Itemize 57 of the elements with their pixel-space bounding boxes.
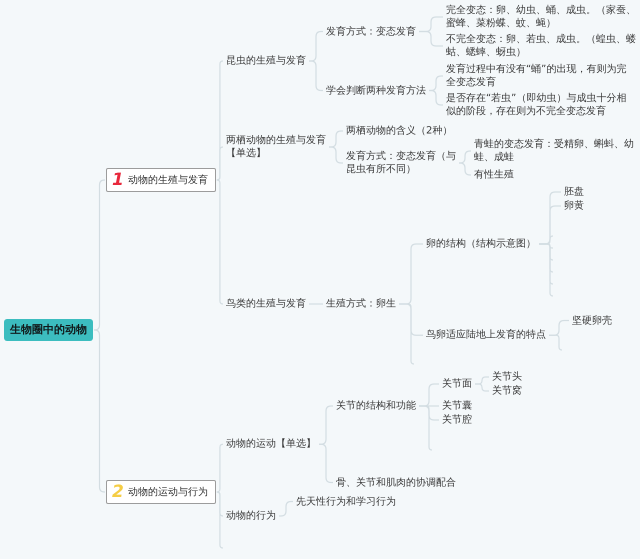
subtopic-text: 青蛙的变态发育：受精卵、蝌蚪、幼蛙、成蛙 [472,138,638,164]
connector-line [459,162,471,176]
connector-line [319,444,333,484]
connector-line [329,130,343,148]
connector-line [429,75,443,92]
topic-box [106,168,216,192]
subtopic-text: 两栖动物的含义（2种） [344,124,454,138]
connector-line [216,179,224,305]
connector-line [309,303,323,305]
topic-title: 动物的运动与行为 [128,486,208,498]
subtopic-text: 学会判断两种发育方法 [324,84,428,97]
connector-line [94,179,106,331]
subtopic-text: 关节囊 [440,400,474,412]
connector-line [419,30,443,47]
subtopic-text: 胚盘 [562,186,586,198]
subtopic-text: 骨、关节和肌肉的协调配合 [334,476,458,489]
subtopic-text: 不完全变态：卵、若虫、成虫。（蝗虫、蝼蛄、蟋蟀、蚜虫） [444,33,638,59]
subtopic-text: 是否存在“若虫”（即幼虫）与成虫十分相似的阶段，存在则为不完全变态发育 [444,92,638,118]
subtopic-text: 有性生殖 [472,168,516,182]
connector-line [329,146,343,164]
subtopic-text: 先天性行为和学习行为 [294,495,398,508]
subtopic-text: 鸟卵适应陆地上发育的特点 [424,328,548,342]
subtopic-text: 完全变态：卵、幼虫、蛹、成虫。（家蚕、蜜蜂、菜粉蝶、蚊、蝇） [444,4,638,30]
topic-title: 动物的生殖与发育 [128,174,208,186]
topic-number: 2 [112,483,124,501]
connector-line [309,30,323,62]
subtopic-text: 动物的行为 [224,510,278,522]
subtopic-text: 发育方式：变态发育 [324,25,418,38]
connector-line [459,150,471,164]
subtopic-text: 生殖方式：卵生 [324,298,398,310]
connector-line [475,383,489,392]
subtopic-text: 卵黄 [562,200,586,212]
central-topic: 生物圈中的动物 [4,319,93,341]
subtopic-text: 关节的结构和功能 [334,400,418,412]
topic-number: 1 [112,171,124,189]
connector-line [94,329,106,493]
subtopic-text: 关节面 [440,378,474,390]
connector-line [429,90,443,106]
connector-line [309,60,323,92]
subtopic-text: 昆虫的生殖与发育 [224,54,308,68]
connector-line [216,146,224,181]
connector-line [279,500,293,517]
subtopic-text: 动物的运动【单选】 [224,438,318,451]
topic-box [106,480,216,504]
connector-line [216,491,224,517]
connector-line [216,444,224,493]
connector-line [549,334,563,351]
subtopic-text: 鸟类的生殖与发育 [224,298,308,310]
subtopic-text: 关节腔 [440,414,474,426]
subtopic-text: 卵的结构（结构示意图） [424,238,538,250]
subtopic-text: 发育过程中有没有“蛹”的出现，有则为完全变态发育 [444,63,638,89]
subtopic-text: 关节窝 [490,384,524,398]
subtopic-text: 发育方式：变态发育（与昆虫有所不同） [344,150,458,176]
subtopic-text: 坚硬卵壳 [570,314,614,327]
subtopic-text: 两栖动物的生殖与发育【单选】 [224,134,328,160]
connector-line [216,491,224,549]
subtopic-text: 关节头 [490,370,524,384]
